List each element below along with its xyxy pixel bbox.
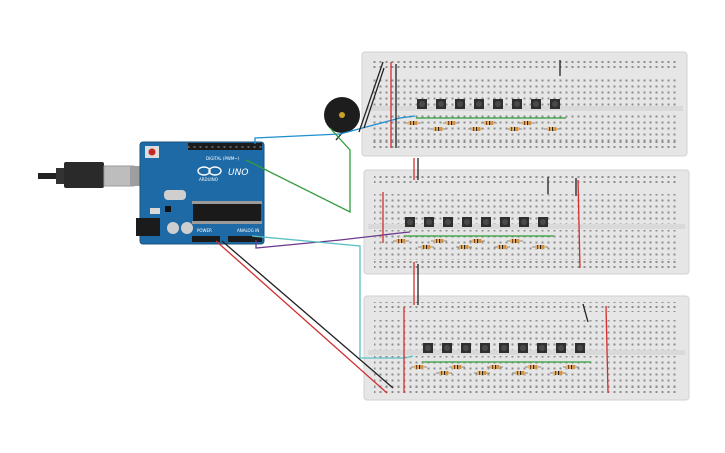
pushbutton-icon[interactable] bbox=[461, 343, 471, 353]
pushbutton-icon[interactable] bbox=[423, 343, 433, 353]
digital-label: DIGITAL (PWM~) bbox=[206, 156, 240, 161]
resistor-icon[interactable] bbox=[418, 245, 434, 249]
pushbutton-icon[interactable] bbox=[442, 343, 452, 353]
wire-black-gnd bbox=[221, 240, 394, 389]
pushbutton-icon[interactable] bbox=[538, 217, 548, 227]
resistor-icon[interactable] bbox=[456, 245, 472, 249]
pushbutton-icon[interactable] bbox=[436, 99, 446, 109]
pushbutton-icon[interactable] bbox=[556, 343, 566, 353]
resistor-icon[interactable] bbox=[481, 121, 497, 125]
resistor-icon[interactable] bbox=[430, 127, 446, 131]
resistor-icon[interactable] bbox=[550, 371, 566, 375]
resistor-icon[interactable] bbox=[519, 121, 535, 125]
power-label: POWER bbox=[197, 228, 212, 233]
pushbutton-icon[interactable] bbox=[500, 217, 510, 227]
pushbutton-icon[interactable] bbox=[518, 343, 528, 353]
resistor-icon[interactable] bbox=[506, 127, 522, 131]
resistor-icon[interactable] bbox=[436, 371, 452, 375]
resistor-icon[interactable] bbox=[393, 239, 409, 243]
wire-red-gnd bbox=[215, 240, 388, 394]
pushbutton-icon[interactable] bbox=[455, 99, 465, 109]
breadboard-3[interactable] bbox=[363, 295, 690, 401]
resistor-icon[interactable] bbox=[563, 365, 579, 369]
resistor-icon[interactable] bbox=[544, 127, 560, 131]
pushbutton-icon[interactable] bbox=[493, 99, 503, 109]
arduino-logo-icon bbox=[197, 166, 222, 176]
pushbutton-icon[interactable] bbox=[462, 217, 472, 227]
wire-purple bbox=[255, 231, 411, 249]
pushbutton-icon[interactable] bbox=[443, 217, 453, 227]
resistor-icon[interactable] bbox=[469, 239, 485, 243]
pushbutton-icon[interactable] bbox=[481, 217, 491, 227]
pushbutton-icon[interactable] bbox=[424, 217, 434, 227]
resistor-icon[interactable] bbox=[512, 371, 528, 375]
pushbutton-icon[interactable] bbox=[519, 217, 529, 227]
buzzer-icon[interactable] bbox=[324, 97, 360, 141]
resistor-icon[interactable] bbox=[443, 121, 459, 125]
board-model: UNO bbox=[228, 168, 248, 178]
resistor-icon[interactable] bbox=[468, 127, 484, 131]
pushbutton-icon[interactable] bbox=[417, 99, 427, 109]
board-brand: ARDUINO bbox=[199, 177, 218, 182]
resistor-icon[interactable] bbox=[431, 239, 447, 243]
pushbutton-icon[interactable] bbox=[499, 343, 509, 353]
resistor-icon[interactable] bbox=[449, 365, 465, 369]
wire-cyan bbox=[251, 235, 414, 359]
breadboard-2[interactable] bbox=[363, 169, 690, 275]
wire-green-buzzer bbox=[245, 127, 351, 214]
pushbutton-icon[interactable] bbox=[474, 99, 484, 109]
resistor-icon[interactable] bbox=[507, 239, 523, 243]
wires bbox=[215, 60, 609, 394]
usb-cable-icon bbox=[38, 162, 140, 188]
pushbutton-icon[interactable] bbox=[550, 99, 560, 109]
pushbutton-icon[interactable] bbox=[575, 343, 585, 353]
pushbutton-icon[interactable] bbox=[531, 99, 541, 109]
resistor-icon[interactable] bbox=[474, 371, 490, 375]
arduino-uno-board[interactable]: DIGITAL (PWM~) UNO ARDUINO POWER ANALOG … bbox=[38, 141, 265, 245]
pushbutton-icon[interactable] bbox=[537, 343, 547, 353]
resistor-icon[interactable] bbox=[525, 365, 541, 369]
resistor-icon[interactable] bbox=[487, 365, 503, 369]
resistor-icon[interactable] bbox=[532, 245, 548, 249]
resistor-icon[interactable] bbox=[411, 365, 427, 369]
resistor-icon[interactable] bbox=[405, 121, 421, 125]
pushbutton-icon[interactable] bbox=[480, 343, 490, 353]
pushbutton-icon[interactable] bbox=[512, 99, 522, 109]
pushbutton-icon[interactable] bbox=[405, 217, 415, 227]
breadboard-1[interactable] bbox=[361, 51, 688, 157]
wire-blue bbox=[254, 115, 416, 144]
analog-label: ANALOG IN bbox=[237, 228, 259, 233]
breadboards bbox=[361, 51, 690, 401]
resistor-icon[interactable] bbox=[494, 245, 510, 249]
